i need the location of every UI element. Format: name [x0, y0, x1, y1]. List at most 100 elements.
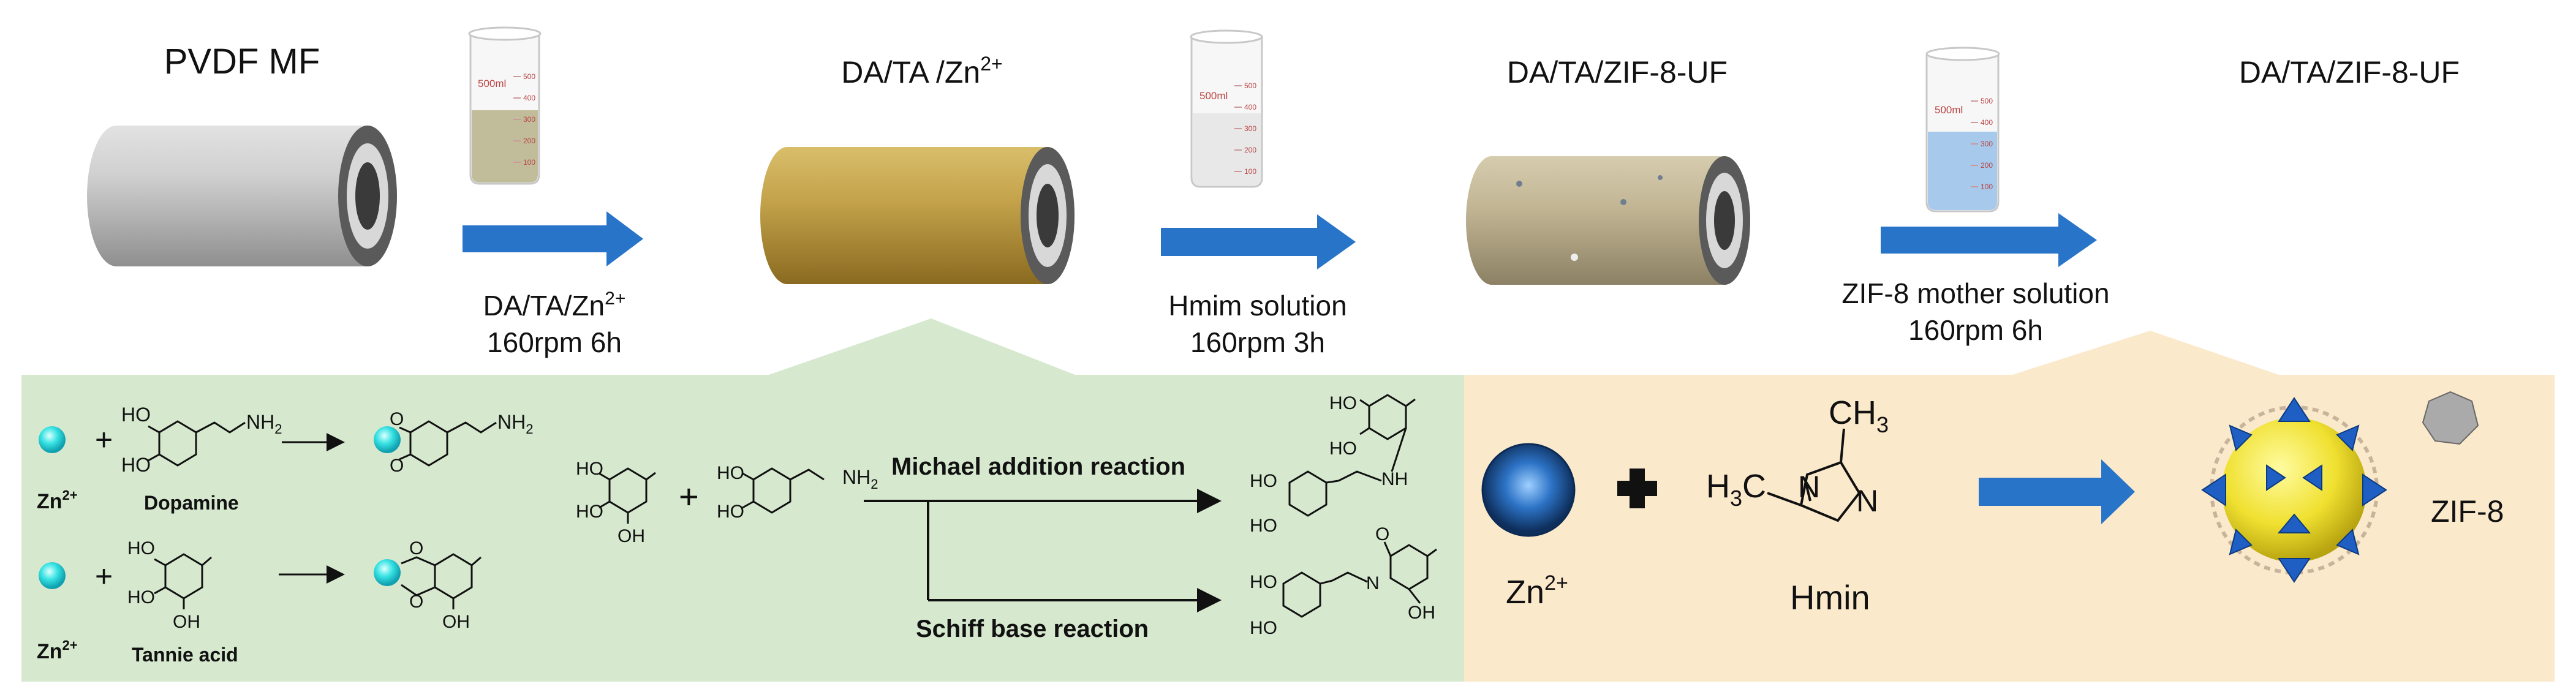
- membrane-da-ta-zn: [760, 147, 1075, 284]
- ch3-top-sub: 3: [1876, 412, 1889, 437]
- zn-label-2: Zn2+: [37, 638, 78, 663]
- tannic-ho-1: HO: [127, 538, 155, 559]
- beaker-2-tick-3: 200: [1244, 146, 1256, 154]
- beaker-3-tick-0: 500: [1981, 97, 1993, 105]
- beaker-2-ticks: 500 400 300 200 100: [1234, 81, 1256, 176]
- zn-sphere-icon: [1481, 443, 1576, 537]
- ch3-top-c: CH: [1829, 394, 1876, 431]
- process-arrow-2: [1161, 214, 1356, 269]
- stage-title-da-ta-zn-main: DA/TA /Zn: [841, 55, 980, 89]
- tannic-label: Tannie acid: [132, 644, 238, 666]
- imidazole-n2: N: [1856, 484, 1878, 518]
- zn-ion-icon-product-2: [374, 559, 401, 586]
- zif8-cage-sphere: [2222, 418, 2366, 562]
- tannic-ho-2: HO: [127, 587, 155, 608]
- zif8-label: ZIF-8: [2431, 494, 2504, 529]
- reactant2-ho-2: HO: [717, 502, 744, 522]
- reactant-oh: OH: [618, 526, 645, 546]
- beaker-1-volume: 500ml: [478, 78, 506, 89]
- zn-label-1: Zn2+: [37, 487, 78, 513]
- stage-title-da-ta-zn: DA/TA /Zn2+: [841, 53, 1002, 89]
- product-1-nh2-sub: 2: [526, 421, 533, 437]
- michael-ho-4: HO: [1250, 516, 1277, 536]
- reaction-plus: +: [679, 477, 699, 516]
- zn-label-right-sup: 2+: [1544, 571, 1568, 595]
- h3c-left-c: C: [1742, 468, 1766, 505]
- michael-ho-3: HO: [1250, 471, 1277, 491]
- beaker-1-tick-3: 200: [523, 137, 535, 145]
- step-1-line2: 160rpm 6h: [487, 326, 622, 358]
- beaker-3-tick-4: 100: [1981, 183, 1993, 191]
- beaker-3-tick-1: 400: [1981, 118, 1993, 127]
- dopamine-ho-top: HO: [121, 404, 151, 426]
- left-panel-bg: [21, 318, 1464, 682]
- zif8-crystal-icon: [2422, 391, 2479, 445]
- imidazole-n1: N: [1798, 470, 1820, 504]
- ch3-top: CH3: [1829, 394, 1889, 437]
- zn-ion-icon-2: [39, 562, 66, 589]
- schiff-ho-2: HO: [1250, 618, 1277, 638]
- h3c-left-h: H: [1706, 468, 1730, 505]
- zn-label-2-main: Zn: [37, 640, 62, 663]
- beaker-1-tick-0: 500: [523, 72, 535, 81]
- reaction-scheme: HO HO OH + HO HO NH2 Michael addition re…: [576, 393, 1437, 642]
- beaker-2: [1190, 29, 1263, 188]
- zn-label-2-sup: 2+: [62, 638, 78, 653]
- schiff-oh: OH: [1408, 603, 1435, 623]
- beaker-1: [468, 26, 542, 185]
- beaker-1-liquid: [472, 110, 538, 183]
- right-panel-bg: [1464, 331, 2555, 682]
- blue-arrow-right: [1979, 459, 2135, 524]
- beaker-3-tick-3: 200: [1981, 161, 1993, 170]
- zn-label-1-sup: 2+: [62, 487, 78, 503]
- product-1-nh2-n: NH: [497, 411, 526, 433]
- product-2-o-top: O: [409, 538, 423, 559]
- reactant2-nh2-n: NH: [842, 466, 871, 488]
- schiff-label: Schiff base reaction: [916, 615, 1149, 642]
- zn-label-right-main: Zn: [1506, 574, 1544, 611]
- reactant-ho-2: HO: [576, 502, 603, 522]
- step-1-line1: DA/TA/Zn2+: [483, 288, 626, 322]
- h3c-left-sub: 3: [1730, 486, 1742, 511]
- tannic-oh: OH: [173, 612, 200, 632]
- step-2-line2: 160rpm 3h: [1190, 326, 1325, 358]
- beaker-2-volume: 500ml: [1199, 90, 1228, 102]
- beaker-3-ticks: 500 400 300 200 100: [1971, 97, 1993, 191]
- michael-label: Michael addition reaction: [891, 453, 1185, 480]
- beaker-2-tick-0: 500: [1244, 81, 1256, 90]
- zn-ion-icon-product-1: [374, 426, 401, 453]
- schiff-o: O: [1375, 524, 1389, 544]
- stage-title-zif8-uf-2: DA/TA/ZIF-8-UF: [2239, 55, 2460, 89]
- reactant2-nh2-sub: 2: [871, 476, 878, 492]
- zn-label-1-main: Zn: [37, 490, 62, 513]
- stage-title-pvdf: PVDF MF: [164, 42, 320, 81]
- dopamine-nh2-n: NH: [246, 411, 274, 433]
- step-3-line1: ZIF-8 mother solution: [1841, 277, 2109, 309]
- membrane-pvdf: [87, 126, 397, 266]
- michael-ho-2: HO: [1329, 438, 1357, 459]
- step-1-line1-sup: 2+: [605, 288, 625, 309]
- beaker-3-volume: 500ml: [1935, 104, 1963, 116]
- reactant2-nh2: NH2: [842, 466, 878, 492]
- zif8-formation: Zn2+ CH3 H3C N N Hmin ZIF-: [1481, 391, 2504, 617]
- beaker-3: [1925, 47, 2000, 213]
- michael-nh: NH: [1381, 469, 1408, 489]
- process-arrow-3: [1881, 213, 2097, 267]
- step-1-line1-main: DA/TA/Zn: [483, 290, 605, 322]
- beaker-2-tick-2: 300: [1244, 124, 1256, 133]
- process-arrow-1: [463, 211, 643, 266]
- product-1-o-top: O: [390, 409, 404, 429]
- reactant-ho-1: HO: [576, 459, 603, 479]
- beaker-1-tick-1: 400: [523, 94, 535, 102]
- product-2-o-bottom: O: [409, 592, 423, 612]
- stage-title-zif8-uf-1: DA/TA/ZIF-8-UF: [1507, 55, 1728, 89]
- beaker-1-ticks: 500 400 300 200 100: [513, 72, 535, 167]
- reactant2-ho-1: HO: [717, 463, 744, 483]
- dopamine-complexation: + HO HO NH2 O O NH2 Zn2+ Dopamine: [37, 404, 533, 514]
- product-1-nh2: NH2: [497, 411, 533, 437]
- beaker-3-tick-2: 300: [1981, 140, 1993, 148]
- dopamine-nh2: NH2: [246, 411, 282, 437]
- beaker-2-liquid: [1193, 113, 1261, 186]
- step-2-line1: Hmim solution: [1168, 290, 1347, 322]
